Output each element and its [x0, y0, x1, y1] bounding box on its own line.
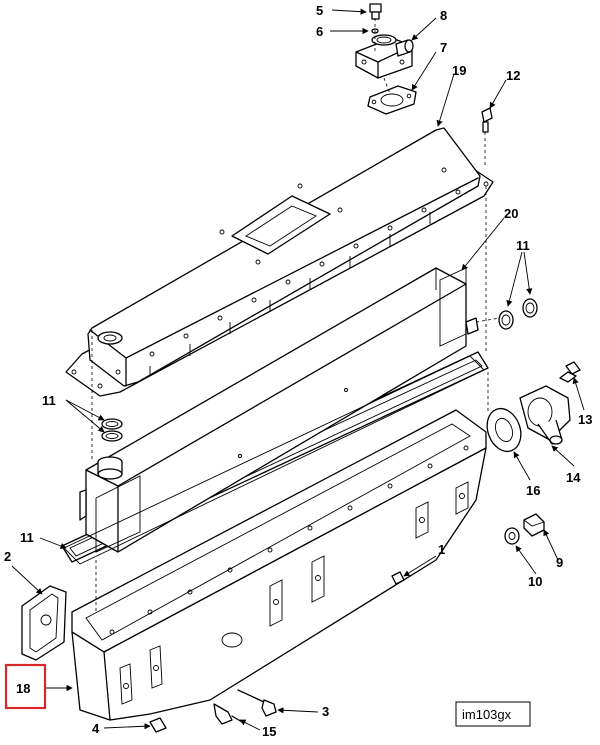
- callout-label-2: 2: [4, 549, 11, 564]
- callout-18-highlight[interactable]: 18: [4, 663, 47, 710]
- bolt-part-1: [391, 571, 405, 585]
- callout-label-6: 6: [316, 24, 323, 39]
- o-rings-part-11-right: [498, 298, 538, 330]
- callout-labels: 5 6 8 7 19 12 20 11 11 11 2 13 14 16 9 1…: [4, 3, 592, 739]
- callout-label-1: 1: [438, 542, 445, 557]
- bolt-part-3: [237, 689, 277, 717]
- washer-part-10: [504, 527, 520, 545]
- callout-label-19: 19: [452, 63, 466, 78]
- bolt-part-14: [559, 361, 581, 383]
- callout-label-11-right: 11: [516, 238, 530, 253]
- gasket-part-12: [63, 355, 485, 565]
- housing-part-8: [355, 34, 414, 79]
- callout-label-10: 10: [528, 574, 542, 589]
- gasket-part-17: [486, 407, 522, 453]
- gasket-part-7: [367, 85, 417, 115]
- leader-lines: [11, 8, 585, 731]
- screw-part-5: [369, 3, 382, 20]
- bolt-part-16: [213, 703, 243, 725]
- bolt-part-13: [481, 107, 493, 168]
- callout-label-7: 7: [440, 40, 447, 55]
- callout-label-13: 12: [506, 68, 520, 83]
- cover-part-19: [65, 127, 494, 397]
- gasket-part-2: [21, 585, 67, 661]
- image-reference-tag: im103gx: [455, 701, 531, 727]
- thermostat-housing-assembly: [355, 3, 417, 115]
- alignment-lines: [91, 186, 501, 612]
- callout-label-18: 18: [16, 681, 30, 696]
- bolt-part-9: [523, 513, 545, 537]
- callout-label-11-left: 11: [42, 393, 56, 408]
- callout-label-15: 14: [566, 470, 581, 485]
- callout-label-16: 15: [262, 724, 276, 739]
- callout-label-20: 20: [504, 206, 518, 221]
- image-reference-text: im103gx: [462, 707, 512, 722]
- callout-label-3: 3: [322, 704, 329, 719]
- callout-label-17: 16: [526, 483, 540, 498]
- callout-label-12: 11: [20, 530, 34, 545]
- cooler-core-part-20: [79, 267, 479, 553]
- highlight-box: [4, 663, 47, 710]
- housing-part-18: [71, 409, 487, 721]
- bolt-part-4: [149, 717, 167, 733]
- callout-label-4: 4: [92, 721, 100, 736]
- o-rings-part-11-left: [101, 418, 123, 442]
- callout-label-14: 13: [578, 412, 592, 427]
- callout-label-9: 9: [556, 555, 563, 570]
- elbow-part-15: [519, 385, 571, 445]
- callout-label-5: 5: [316, 3, 323, 18]
- callout-label-8: 8: [440, 8, 447, 23]
